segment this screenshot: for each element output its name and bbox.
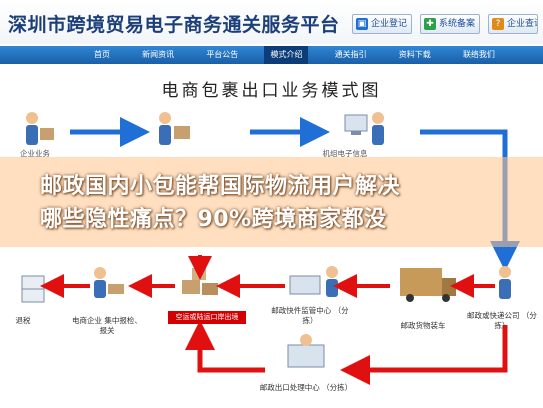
sorting-center-icon xyxy=(287,334,325,368)
courier-company-icon xyxy=(499,266,511,299)
filing-cabinet-icon xyxy=(21,275,45,303)
flow-arrow xyxy=(340,325,508,385)
enterprise-query-button[interactable]: ? 企业查询 xyxy=(488,14,538,34)
courier-figure-icon xyxy=(26,112,54,145)
node-electronic-info: 机组电子信息 xyxy=(310,149,380,159)
headline-banner xyxy=(0,157,543,247)
office-worker-icon xyxy=(94,267,124,298)
nav-home[interactable]: 首页 xyxy=(94,50,110,59)
nav-contact[interactable]: 联络我们 xyxy=(462,50,495,59)
query-icon: ? xyxy=(492,18,504,30)
supervision-center-label: 邮政快件监管中心 （分拣） xyxy=(271,306,349,325)
inspection-station-icon xyxy=(289,266,338,297)
computer-terminal-icon xyxy=(344,112,384,145)
main-nav: 首页 新闻资讯 平台公告 模式介绍 通关指引 资料下载 联络我们 xyxy=(0,46,543,64)
nav-announcements[interactable]: 平台公告 xyxy=(206,50,239,59)
diagram-title: 电商包裹出口业务模式图 xyxy=(161,81,382,101)
site-header: 深圳市跨境贸易电子商务通关服务平台 ▣ 企业登记 ✚ 系统备案 ? 企业查询 xyxy=(0,0,543,44)
register-icon: ✚ xyxy=(424,18,436,30)
flow-arrow xyxy=(185,320,265,373)
headline-line-2: 哪些隐性痛点？90%跨境商家都没 xyxy=(40,207,387,232)
enterprise-declare-label: 电商企业 集中报检、报关 xyxy=(72,316,142,335)
nav-clearance-guide[interactable]: 通关指引 xyxy=(334,50,367,59)
node-label: 企业业务 xyxy=(20,149,50,158)
port-exit-label: 空运或陆运口岸出境 xyxy=(168,311,246,324)
enterprise-register-label: 企业登记 xyxy=(371,19,408,29)
node-label: 机组电子信息 xyxy=(322,149,368,158)
nav-news[interactable]: 新闻资讯 xyxy=(142,50,175,59)
article-headline[interactable]: 邮政国内小包能帮国际物流用户解决 哪些隐性痛点？90%跨境商家都没 xyxy=(40,170,510,236)
courier-sorting-label: 邮政或快递公司 （分拣） xyxy=(467,311,537,330)
nav-mode-intro[interactable]: 模式介绍 xyxy=(264,46,309,64)
nav-downloads[interactable]: 资料下载 xyxy=(398,50,431,59)
node-enterprise-business: 企业业务 xyxy=(0,149,70,159)
headline-line-1: 邮政国内小包能帮国际物流用户解决 xyxy=(40,174,401,199)
system-record-button[interactable]: ✚ 系统备案 xyxy=(420,14,481,34)
package-handler-icon xyxy=(159,112,190,145)
system-record-label: 系统备案 xyxy=(439,19,476,29)
tax-refund-label: 退税 xyxy=(15,316,31,325)
truck-loading-label: 邮政货物装车 xyxy=(400,321,446,330)
site-title: 深圳市跨境贸易电子商务通关服务平台 xyxy=(8,14,340,36)
enterprise-query-label: 企业查询 xyxy=(507,19,537,29)
building-icon: ▣ xyxy=(356,18,368,30)
export-center-label: 邮政出口处理中心 （分拣） xyxy=(259,383,353,392)
truck-loading-icon xyxy=(400,268,456,302)
enterprise-register-button[interactable]: ▣ 企业登记 xyxy=(352,14,413,34)
packages-icon xyxy=(182,268,218,295)
